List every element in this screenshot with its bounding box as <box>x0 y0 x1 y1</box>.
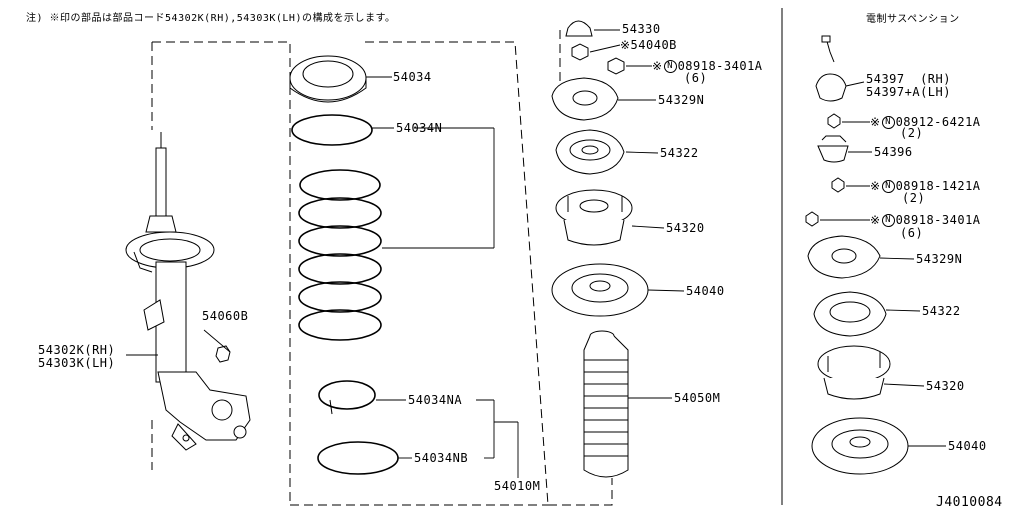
asterisk-marker: ※ <box>870 179 881 193</box>
bracket-54396-drawing <box>817 135 849 163</box>
n-circle-icon: N <box>881 116 895 129</box>
right-panel-title: 電制サスペンション <box>866 14 960 25</box>
asterisk-marker: ※ <box>870 115 881 129</box>
label-54322: 54322 <box>660 146 699 160</box>
n-circle-icon: N <box>881 180 895 193</box>
label-54060B: 54060B <box>202 309 249 323</box>
mount-54320-b-drawing <box>817 345 891 400</box>
asterisk-marker: ※ <box>652 59 663 73</box>
coil-spring-drawing <box>298 169 382 341</box>
mount-54320-drawing <box>555 189 633 246</box>
label-54040-b: 54040 <box>948 439 987 453</box>
label-54396: 54396 <box>874 145 913 159</box>
nut-08918-3401A-drawing <box>607 57 625 75</box>
actuator-54397-drawing <box>815 35 847 102</box>
diagram-id: J4010084 <box>936 495 1003 510</box>
label-54010M: 54010M <box>494 479 541 493</box>
cap-54330-drawing <box>565 20 593 37</box>
part-number: 08918-3401A <box>677 59 763 73</box>
n-circle-icon: N <box>881 214 895 227</box>
label-54034N: 54034N <box>396 121 443 135</box>
nut-08918-1421A-drawing <box>831 177 845 193</box>
label-54330: 54330 <box>622 22 661 36</box>
label-54329N-b: 54329N <box>916 252 963 266</box>
bearing-54040-drawing <box>551 263 649 317</box>
bearing-54040-b-drawing <box>811 417 909 475</box>
leader-lines <box>126 29 946 478</box>
upper-insulator-54034-drawing <box>289 55 367 103</box>
kit-boundary-right <box>365 41 549 506</box>
label-54397: 54397 (RH) <box>866 72 951 86</box>
qty-08912-6421A: (2) <box>900 126 924 140</box>
qty-08918-1421A: (2) <box>902 191 926 205</box>
plate-54329N-drawing <box>551 77 619 121</box>
asterisk-marker: ※ <box>870 213 881 227</box>
bump-boot-54050M-drawing <box>583 330 629 478</box>
label-54322-b: 54322 <box>922 304 961 318</box>
strut-assembly-drawing <box>125 132 251 451</box>
label-54034: 54034 <box>393 70 432 84</box>
label-54302K: 54302K(RH) <box>38 343 116 357</box>
label-54034NA: 54034NA <box>408 393 463 407</box>
part-number: 08918-3401A <box>895 213 981 227</box>
mount-54322-b-drawing <box>813 291 887 337</box>
label-54397A: 54397+A(LH) <box>866 85 951 99</box>
strut-assembly-boundary <box>152 41 291 505</box>
nut-54060B-drawing <box>215 345 231 363</box>
qty-08918-3401A: (6) <box>684 71 708 85</box>
nut-08918-3401A-b-drawing <box>805 211 819 227</box>
label-54329N: 54329N <box>658 93 705 107</box>
label-54040: 54040 <box>686 284 725 298</box>
part-number: 08912-6421A <box>895 115 981 129</box>
qty-08918-3401A-b: (6) <box>900 226 924 240</box>
nut-54040B-drawing <box>571 43 589 61</box>
plate-54329N-b-drawing <box>807 235 881 279</box>
spring-seat-54034N-drawing <box>291 114 373 146</box>
label-54303K: 54303K(LH) <box>38 356 116 370</box>
n-circle-icon: N <box>663 60 677 73</box>
label-54050M: 54050M <box>674 391 721 405</box>
label-54040B: ※54040B <box>620 38 677 52</box>
nut-08912-6421A-drawing <box>827 113 841 129</box>
spring-seat-54034NB-drawing <box>317 441 399 475</box>
label-54320-b: 54320 <box>926 379 965 393</box>
header-note: 注) ※印の部品は部品コード54302K(RH),54303K(LH)の構成を示… <box>26 13 396 24</box>
label-54034NB: 54034NB <box>414 451 469 465</box>
spring-seat-54034NA-drawing <box>318 380 376 415</box>
part-number: 08918-1421A <box>895 179 981 193</box>
label-54320: 54320 <box>666 221 705 235</box>
mount-54322-drawing <box>555 129 625 175</box>
